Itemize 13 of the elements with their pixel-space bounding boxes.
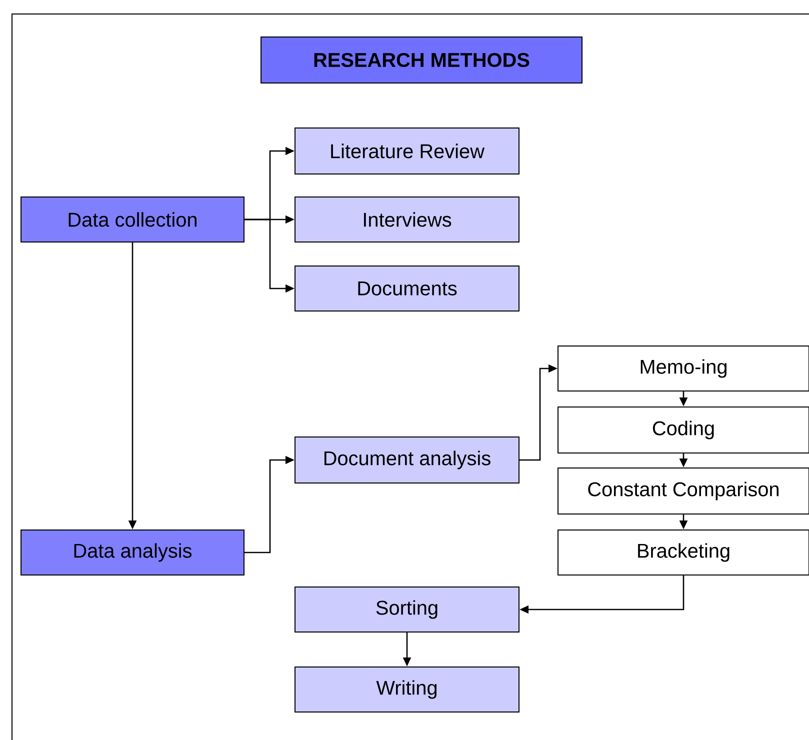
process-box: Coding [558, 406, 809, 454]
process-box: Document analysis [294, 436, 520, 484]
title-box: RESEARCH METHODS [260, 36, 582, 84]
process-box: Interviews [294, 196, 520, 242]
category-box: Data analysis [20, 530, 244, 576]
process-box: Bracketing [558, 530, 809, 576]
process-box: Sorting [294, 586, 520, 632]
process-box: Constant Comparison [558, 468, 809, 514]
process-box: Documents [294, 266, 520, 312]
process-box: Writing [294, 666, 520, 712]
process-box: Memo-ing [558, 346, 809, 392]
process-box: Literature Review [294, 128, 520, 174]
category-box: Data collection [20, 196, 244, 242]
